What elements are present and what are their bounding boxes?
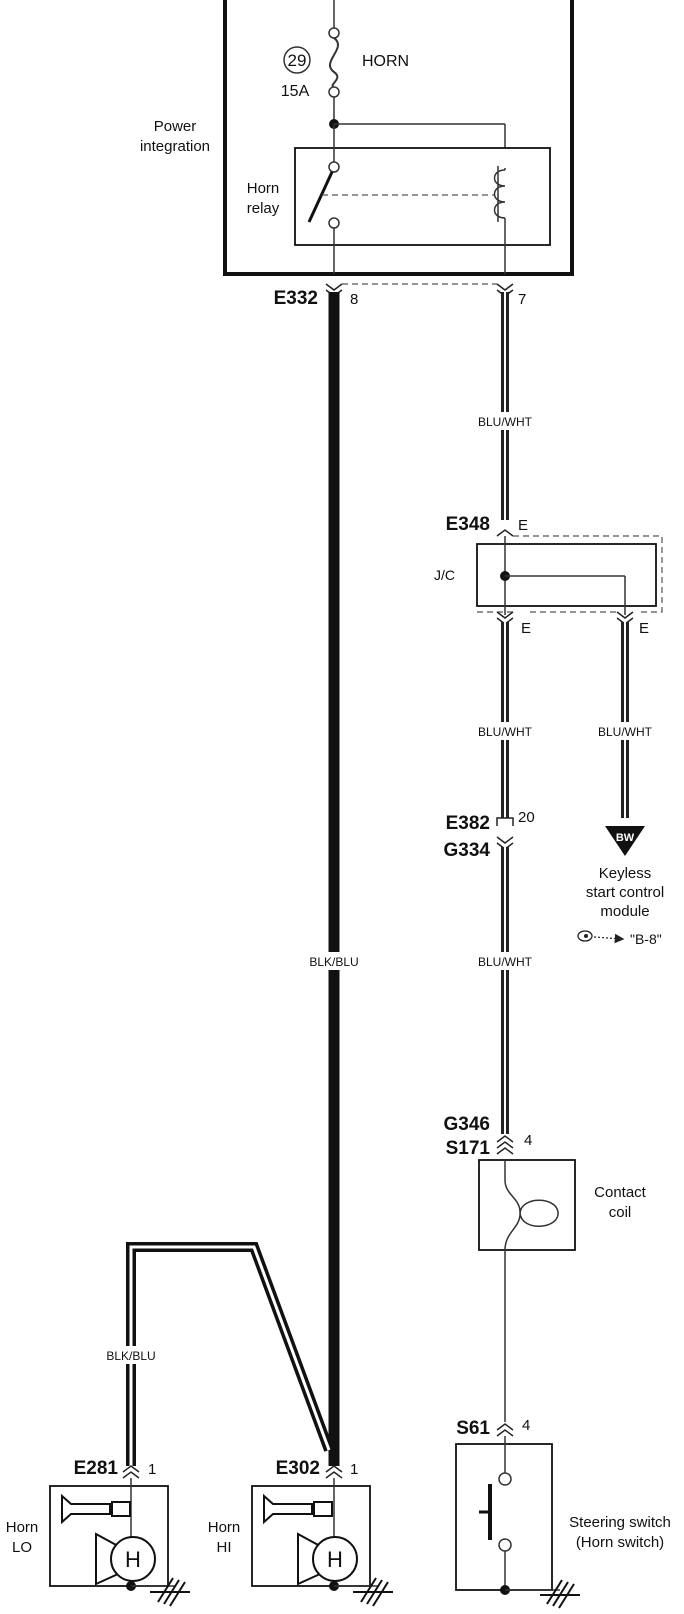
ground-icon — [353, 1577, 393, 1607]
wire-label-blk-blu-main: BLK/BLU — [309, 955, 358, 969]
wire-blk-blu: BLK/BLU BLK/BLU — [95, 292, 370, 1466]
connector-e302-label: E302 — [276, 1458, 320, 1479]
wire-blu-wht-lower: BLU/WHT — [468, 847, 542, 1134]
keyless-start-module-ref: BW Keyless start control module "B-8" — [577, 826, 664, 947]
steering-switch-label-2: (Horn switch) — [576, 1534, 664, 1551]
wire-label-blu-wht-1: BLU/WHT — [478, 415, 533, 429]
jc-label: J/C — [434, 567, 455, 583]
connector-s171-label: S171 — [446, 1138, 491, 1159]
fuse-number: 29 — [288, 51, 307, 70]
contact-coil-label-2: coil — [609, 1204, 632, 1221]
horn-lo-symbol: H — [125, 1547, 141, 1572]
wire-blu-wht-mid: BLU/WHT BLU/WHT — [468, 622, 662, 818]
horn-icon: H — [263, 1493, 358, 1586]
horn-lo: E281 1 H Horn LO — [6, 1458, 190, 1607]
contact-coil-label-1: Contact — [594, 1184, 647, 1201]
wire-blu-wht: BLU/WHT — [468, 292, 542, 520]
connector-e382-g334: E382 20 G334 — [444, 809, 535, 861]
wire-label-blu-wht-2: BLU/WHT — [478, 725, 533, 739]
fuse-rating: 15A — [281, 83, 310, 100]
connector-e281-pin: 1 — [148, 1461, 156, 1478]
wire-label-blu-wht-4: BLU/WHT — [478, 955, 533, 969]
horn-relay-label-2: relay — [247, 200, 280, 217]
connector-e332-label: E332 — [274, 288, 318, 309]
keyless-label-2: start control — [586, 884, 664, 901]
horn-hi-symbol: H — [327, 1547, 343, 1572]
connector-g346-label: G346 — [444, 1114, 490, 1135]
horn-lo-label-1: Horn — [6, 1519, 39, 1536]
horn-relay-label-1: Horn — [247, 180, 280, 197]
horn-relay: Horn relay — [247, 124, 551, 274]
ground-icon — [540, 1579, 580, 1609]
connector-e302-pin: 1 — [350, 1461, 358, 1478]
connector-e382-pin: 20 — [518, 809, 535, 826]
connector-g334-label: G334 — [444, 840, 491, 861]
fuse-29: 29 HORN 15A — [281, 0, 506, 168]
connector-e348-pin: E — [518, 517, 528, 534]
keyless-label-3: module — [600, 903, 649, 920]
fuse-name: HORN — [362, 53, 409, 70]
horn-hi-label-2: HI — [217, 1539, 232, 1556]
connector-e281-label: E281 — [74, 1458, 119, 1479]
keyless-ref: "B-8" — [630, 931, 662, 947]
connector-g346-pin: 4 — [524, 1132, 532, 1149]
power-integration-label-1: Power — [154, 118, 197, 135]
power-integration-label-2: integration — [140, 138, 210, 155]
connector-e332-pin-7: 7 — [518, 291, 526, 308]
steering-switch: S61 4 Steering switch (Horn switch) — [455, 1417, 671, 1609]
power-integration-module: Power integration — [140, 0, 574, 276]
connector-e332: E332 8 7 — [274, 283, 526, 309]
horn-hi-label-1: Horn — [208, 1519, 241, 1536]
contact-coil: Contact coil — [478, 1159, 647, 1422]
junction-connector-jc: E348 E J/C E E — [434, 514, 663, 637]
wire-label-blk-blu-lo: BLK/BLU — [106, 1349, 155, 1363]
horn-hi: E302 1 H Horn HI — [208, 1458, 393, 1607]
keyless-badge: BW — [616, 832, 635, 844]
horn-lo-label-2: LO — [12, 1539, 32, 1556]
connector-e348-pin-out-1: E — [521, 620, 531, 637]
connector-g346-s171: G346 S171 4 — [444, 1114, 533, 1159]
ground-icon — [150, 1577, 190, 1607]
connector-e332-pin-8: 8 — [350, 291, 358, 308]
connector-e348-label: E348 — [446, 514, 490, 535]
connector-s61-label: S61 — [456, 1418, 490, 1439]
connector-e382-label: E382 — [446, 813, 490, 834]
connector-e348-pin-out-2: E — [639, 620, 649, 637]
horn-icon: H — [61, 1493, 156, 1586]
eye-icon — [577, 930, 593, 942]
keyless-label-1: Keyless — [599, 865, 652, 882]
wire-label-blu-wht-3: BLU/WHT — [598, 725, 653, 739]
connector-s61-pin: 4 — [522, 1417, 530, 1434]
steering-switch-label-1: Steering switch — [569, 1514, 671, 1531]
